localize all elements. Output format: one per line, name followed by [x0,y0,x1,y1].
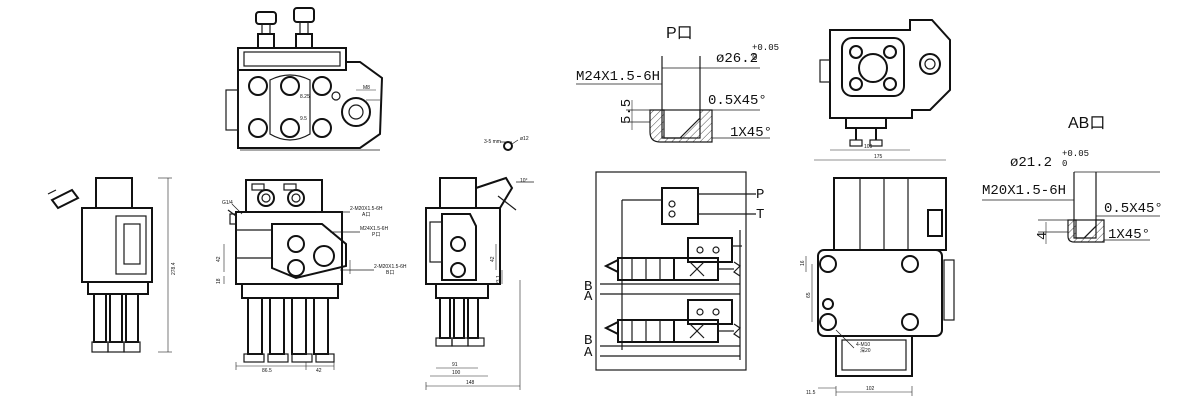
port-ab-thread: M20X1.5-6H [982,183,1066,199]
port-p-thread: M24X1.5-6H [576,69,660,85]
front-port-b-sub: B口 [386,270,394,276]
port-p-title: P口 [666,25,693,42]
right-top-view: 109 175 [814,19,951,161]
right-bottom-dim-65: 65 [806,292,812,298]
top-view-dim-b: 8.25 [300,94,310,100]
right-bottom-mount-note: 4-M10 [856,342,870,348]
right-top-dim-outer: 175 [874,154,883,160]
schematic-section1-b: B [584,279,592,295]
port-ab-detail: AB口 M20X1.5-6H ø21.2 +0.05 0 0.5X45° 1X4… [982,115,1163,244]
side-dim-width: 148 [466,380,475,386]
side-dim-a: 42 [490,256,496,262]
top-view-dim-c: 9.5 [300,116,307,122]
right-bottom-dim-16: 16 [800,260,806,266]
port-p-tol-upper: +0.05 [752,43,779,53]
port-p-detail: P口 M24X1.5-6H ø26.2 +0.05 0 0.5X45° 1X45… [576,25,779,143]
port-ab-title: AB口 [1068,115,1105,132]
front-port-p-sub: P口 [372,232,380,238]
side-angle: 10° [520,178,528,184]
port-p-chamfer-top: 0.5X45° [708,93,767,109]
front-view: G1/4 2-M20X1.5-6H A口 M24X1.5-6H P口 2-M20… [216,179,407,374]
schematic-section2-b: B [584,333,592,349]
right-bottom-dim-left: 11.5 [806,390,816,396]
front-dim-bottom-left: 18 [216,278,222,284]
left-side-view: 278.4 [47,177,177,353]
right-bottom-mount-sub: 深20 [860,347,871,354]
right-bottom-dim-bottom: 102 [866,386,875,392]
port-p-tol-lower: 0 [752,53,757,63]
front-dim-width: 86.5 [262,368,272,374]
schematic-port-t: T [756,207,764,223]
front-port-a-note: 2-M20X1.5-6H [350,206,383,212]
port-ab-diameter: ø21.2 [1010,155,1052,171]
top-view-handles [255,7,315,49]
detail-label: 3-5 mm [484,139,501,145]
front-dim-span: 42 [316,368,322,374]
side-dim-b: 23.1 [496,275,502,285]
schematic-section1-a: A [584,289,593,305]
side-dim-c: 91 [452,362,458,368]
side-view: 10° 42 23.1 91 100 148 [425,176,534,390]
front-dim-left: 42 [216,256,222,262]
port-ab-tol-upper: +0.05 [1062,149,1089,159]
left-view-height: 278.4 [171,262,177,275]
port-p-diameter: ø26.2 [716,51,758,67]
hydraulic-schematic: P T B A B A [584,171,764,371]
front-port-a-sub: A口 [362,212,370,218]
front-pipe-note: G1/4 [222,200,233,206]
top-view: M8 8.25 9.5 [225,7,384,151]
small-detail: 3-5 mm ø12 [484,136,529,151]
port-p-depth: 5.5 [619,99,635,124]
schematic-section2-a: A [584,345,593,361]
port-p-chamfer-bottom: 1X45° [730,125,772,141]
detail-dia: ø12 [520,136,529,142]
right-bottom-view: 4-M10 深20 16 65 11.5 102 [800,177,955,396]
right-top-dim-inner: 109 [864,144,873,150]
port-ab-chamfer-bottom: 1X45° [1108,227,1150,243]
front-port-p-note: M24X1.5-6H [360,226,388,232]
port-ab-tol-lower: 0 [1062,159,1067,169]
port-ab-chamfer-top: 0.5X45° [1104,201,1163,217]
top-view-dim-a: M8 [363,85,370,91]
side-dim-d: 100 [452,370,461,376]
front-port-b-note: 2-M20X1.5-6H [374,264,407,270]
port-ab-depth: 4 [1035,232,1051,240]
schematic-port-p: P [756,187,764,203]
